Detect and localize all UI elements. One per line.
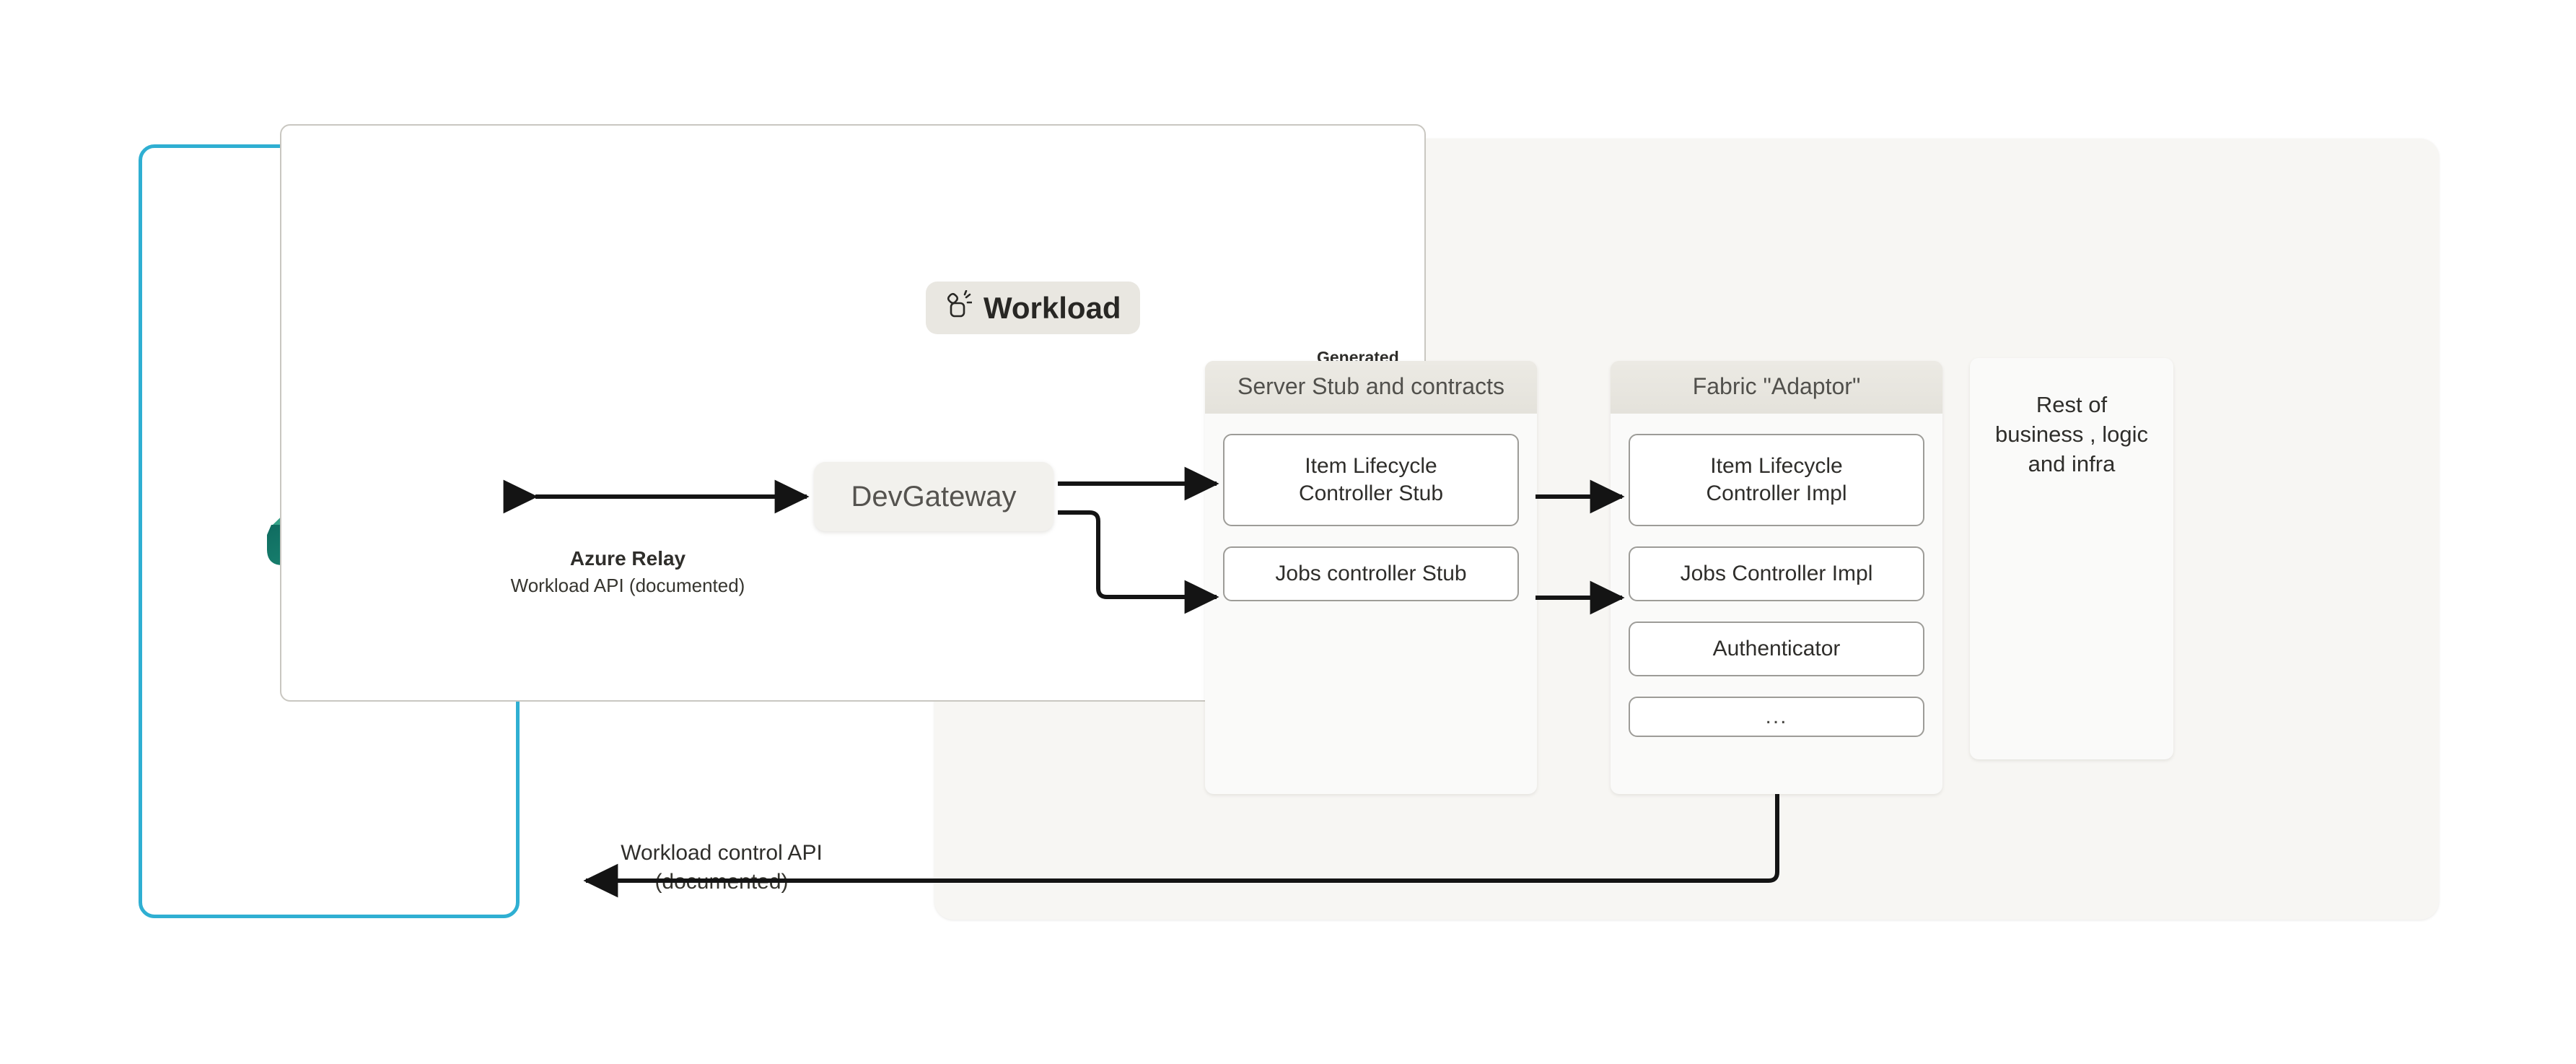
node-line-2: Controller Impl [1706,481,1847,505]
server-stub-header: Server Stub and contracts [1205,361,1537,414]
fabric-adaptor-column: Fabric "Adaptor" Item Lifecycle Controll… [1611,361,1942,794]
node-jobs-controller-impl[interactable]: Jobs Controller Impl [1629,546,1924,601]
node-item-lifecycle-controller-stub[interactable]: Item Lifecycle Controller Stub [1223,434,1519,526]
workload-sparkle-icon [940,289,973,326]
server-stub-body: Item Lifecycle Controller Stub Jobs cont… [1205,414,1537,601]
rest-of-business-panel: Rest of business , logic and infra [1970,358,2173,759]
workload-control-subtitle: (documented) [654,870,789,894]
node-more[interactable]: ... [1629,697,1924,737]
fabric-adaptor-body: Item Lifecycle Controller Impl Jobs Cont… [1611,414,1942,737]
rest-line-2: business , logic [1995,422,2148,448]
devgateway-node[interactable]: DevGateway [814,462,1053,531]
node-authenticator[interactable]: Authenticator [1629,622,1924,676]
node-jobs-controller-stub[interactable]: Jobs controller Stub [1223,546,1519,601]
node-line-1: Authenticator [1712,636,1841,660]
azure-relay-annotation: Azure Relay Workload API (documented) [476,547,779,597]
azure-relay-subtitle: Workload API (documented) [510,575,745,596]
rest-line-1: Rest of [2036,392,2108,417]
devgateway-label: DevGateway [851,480,1017,513]
rest-line-3: and infra [2028,451,2116,477]
workload-label: Workload [983,290,1121,325]
server-stub-column: Server Stub and contracts Item Lifecycle… [1205,361,1537,794]
node-line-1: Item Lifecycle [1710,453,1843,478]
node-line-1: ... [1765,704,1788,728]
workload-control-annotation: Workload control API (documented) [570,841,873,894]
workload-control-title: Workload control API [621,841,823,865]
azure-relay-title: Azure Relay [569,547,686,570]
rest-of-business-text: Rest of business , logic and infra [1970,358,2173,479]
node-line-2: Controller Stub [1298,481,1444,505]
node-line-1: Jobs Controller Impl [1680,561,1873,585]
node-line-1: Item Lifecycle [1305,453,1437,478]
node-item-lifecycle-controller-impl[interactable]: Item Lifecycle Controller Impl [1629,434,1924,526]
workload-badge: Workload [926,282,1140,334]
fabric-adaptor-header: Fabric "Adaptor" [1611,361,1942,414]
node-line-1: Jobs controller Stub [1275,561,1467,585]
